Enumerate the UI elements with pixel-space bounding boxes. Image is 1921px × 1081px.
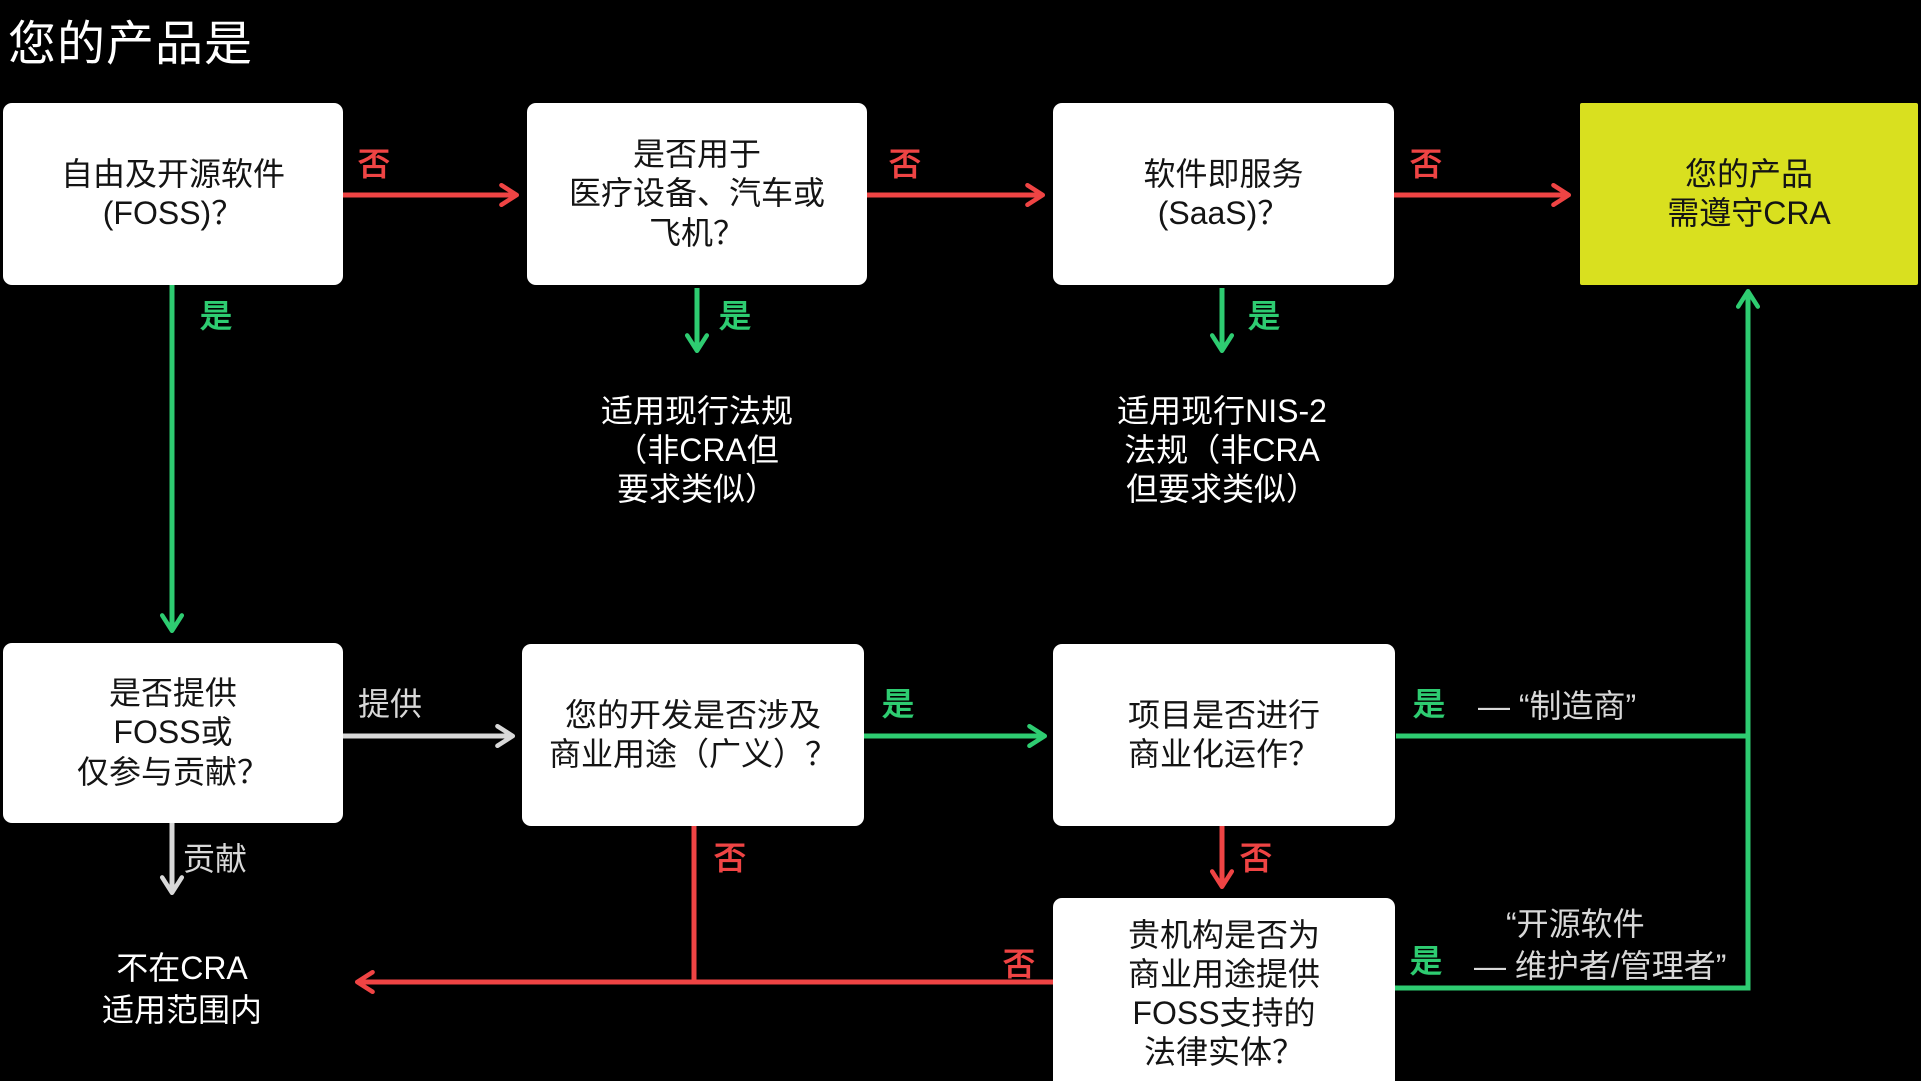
edge-label-yes-saas: 是	[1248, 298, 1281, 334]
note-out-of-scope: 不在CRA 适用范围内	[101, 950, 262, 1028]
edge-label-yes-entity: 是	[1410, 943, 1443, 979]
node-regulated-use: 是否用于 医疗设备、汽车或 飞机？	[527, 103, 867, 285]
node-legal-entity: 贵机构是否为 商业用途提供 FOSS支持的 法律实体？	[1053, 898, 1395, 1081]
node-cra-applies: 您的产品 需遵守CRA	[1580, 103, 1918, 285]
edge-label-yes-commercialized: 是	[1413, 686, 1446, 722]
edge-steward-to-cra	[1395, 288, 1761, 991]
edge-label-no-commercial: 否	[714, 840, 747, 876]
node-saas: 软件即服务 (SaaS)？	[1053, 103, 1394, 285]
edge-label-manufacturer: — “制造商”	[1478, 688, 1637, 724]
node-foss: 自由及开源软件 (FOSS)？	[3, 103, 343, 285]
edge-label-yes-regulated: 是	[719, 298, 752, 334]
edge-label-no-regulated: 否	[889, 146, 922, 182]
edge-label-no-foss: 否	[358, 146, 391, 182]
node-provide-or-contribute: 是否提供 FOSS或 仅参与贡献？	[3, 643, 343, 823]
note-nis2-regulation: 适用现行NIS-2 法规（非CRA 但要求类似）	[1117, 393, 1327, 508]
edge-label-no-entity: 否	[1003, 946, 1036, 982]
edge-label-no-commercialized: 否	[1240, 840, 1273, 876]
edge-label-provide: 提供	[358, 686, 423, 722]
edge-label-yes-commercial: 是	[882, 686, 915, 722]
edge-label-oss-steward-line2: — 维护者/管理者”	[1474, 948, 1727, 984]
node-commercial-dev: 您的开发是否涉及 商业用途（广义）？	[522, 644, 864, 826]
edge-label-oss-steward-line1: “开源软件	[1506, 906, 1645, 942]
edge-label-no-saas: 否	[1410, 146, 1443, 182]
edge-label-yes-foss: 是	[200, 298, 233, 334]
page-title: 您的产品是	[8, 18, 254, 71]
edge-label-contribute: 贡献	[183, 841, 248, 877]
node-commercialized: 项目是否进行 商业化运作？	[1053, 644, 1395, 826]
note-existing-regulation: 适用现行法规 （非CRA但 要求类似）	[600, 393, 793, 508]
